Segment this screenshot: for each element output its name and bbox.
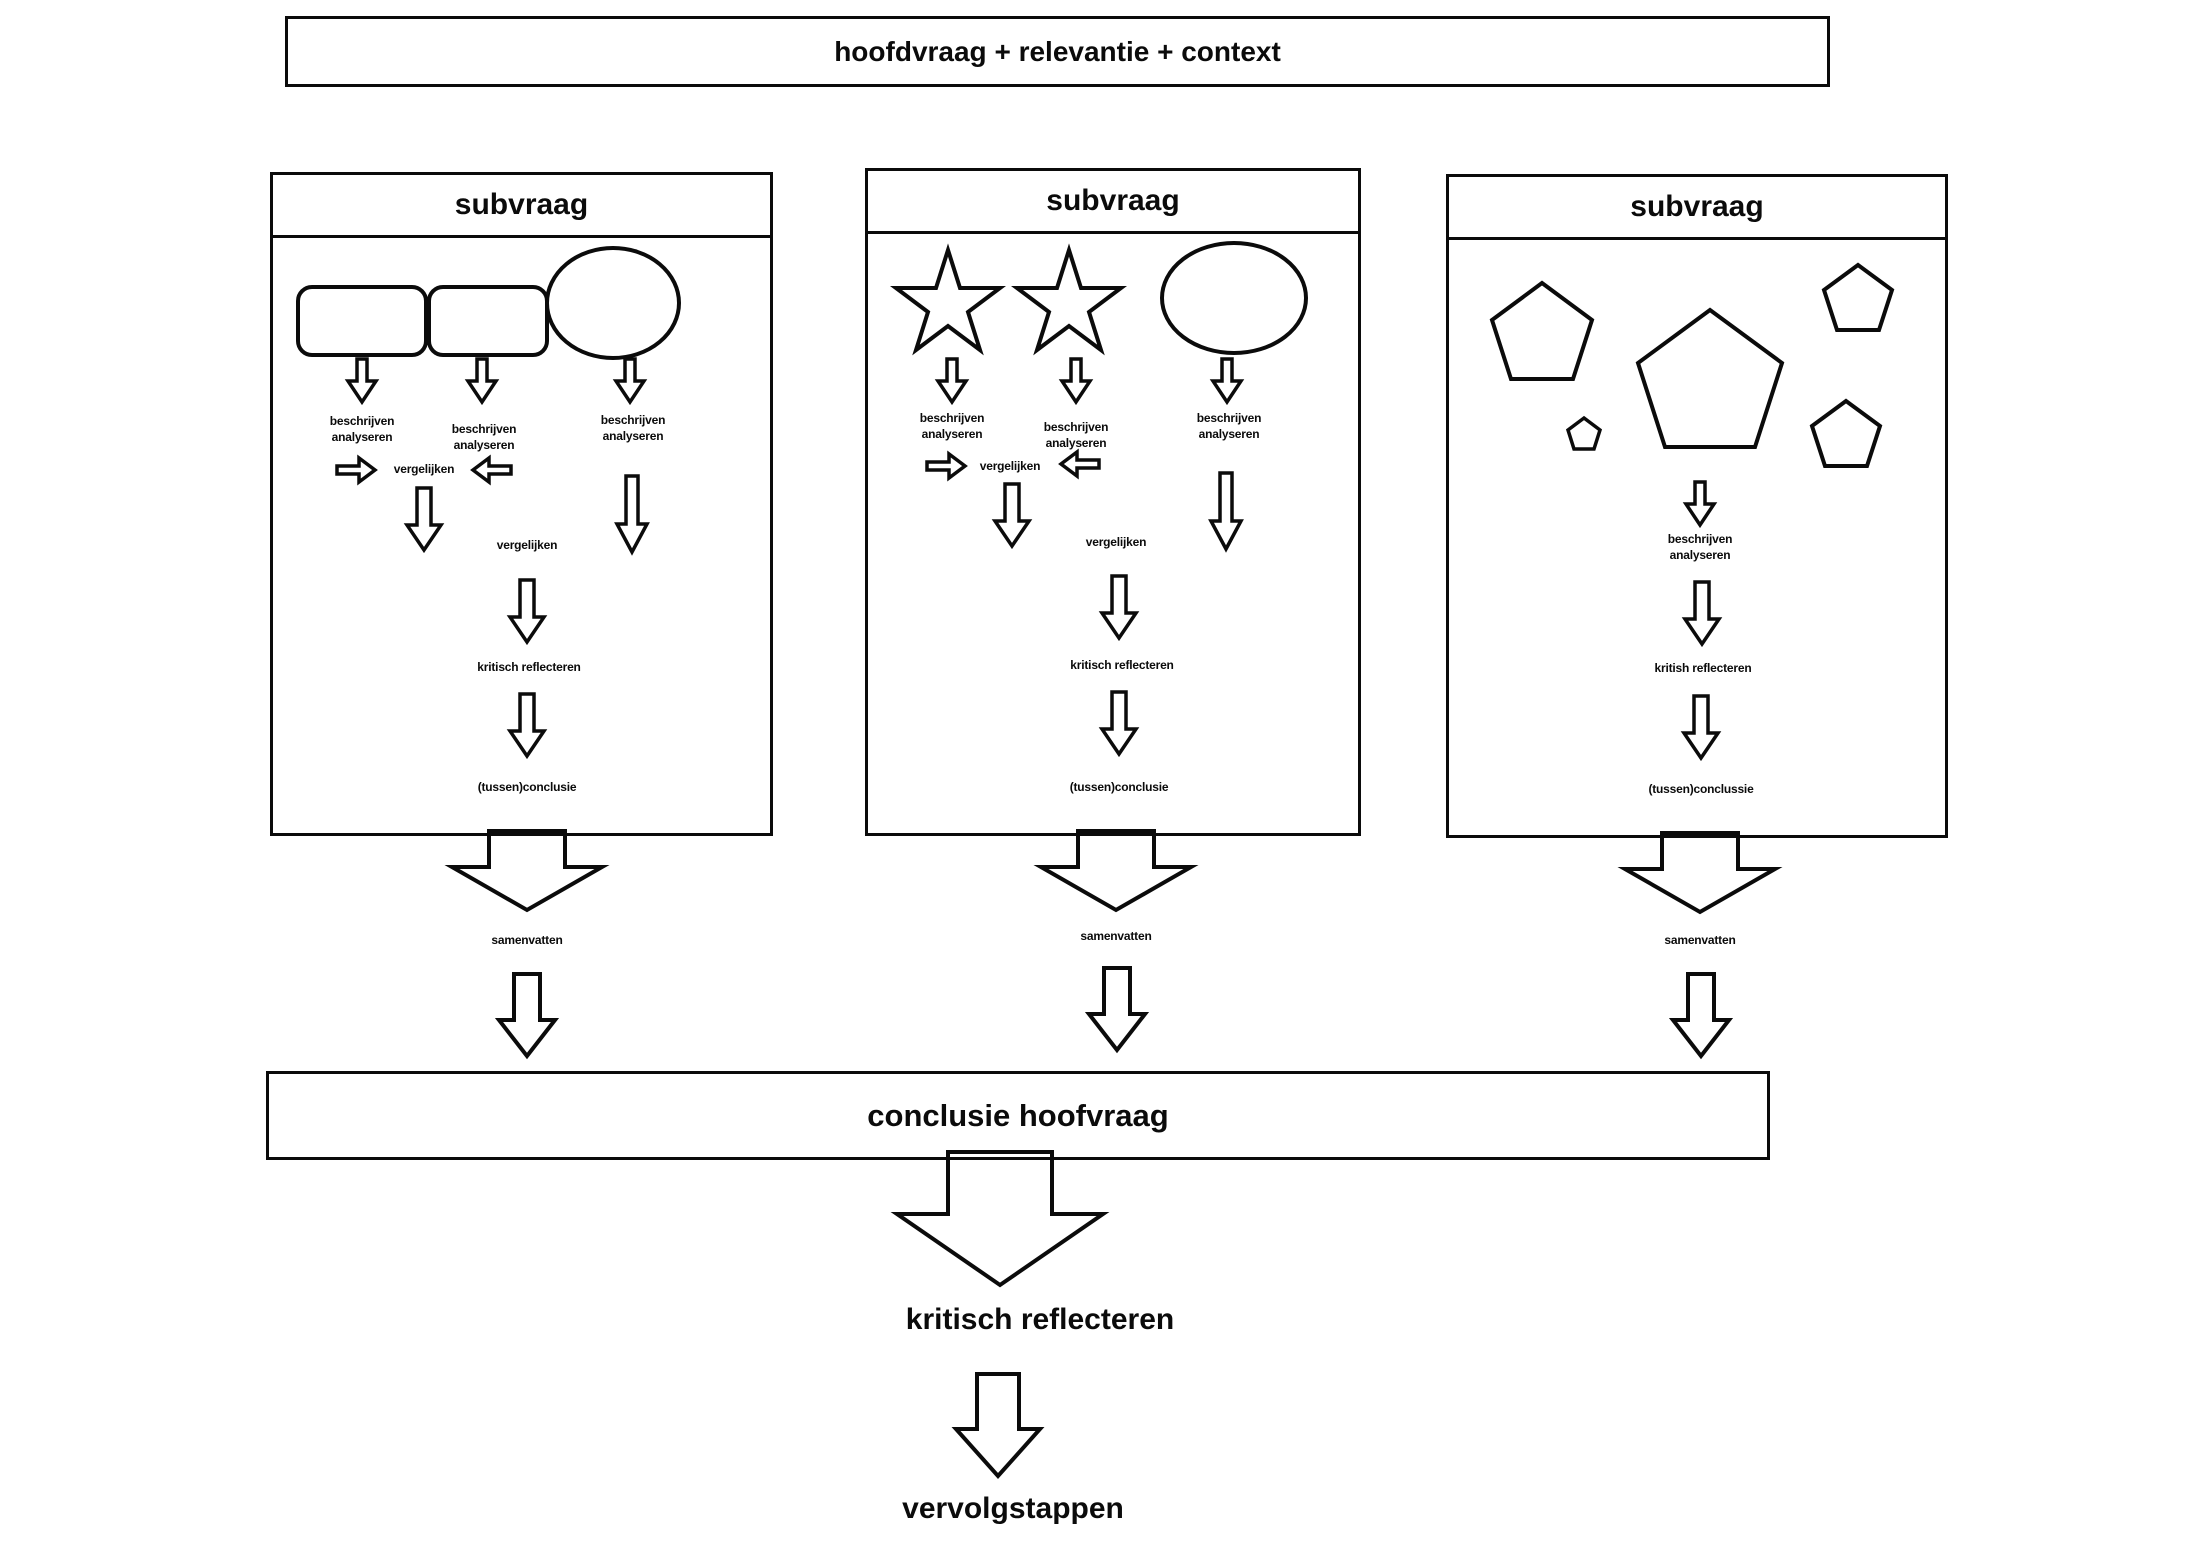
arrow-down [1684, 480, 1716, 527]
compare-label: vergelijken [496, 538, 558, 552]
interim-conclusion-label: (tussen)conclusie [1069, 780, 1169, 794]
arrow-down [993, 482, 1031, 548]
arrow-down [954, 1372, 1042, 1478]
final-reflect-label: kritisch reflecteren [905, 1303, 1175, 1336]
reflect-label: kritisch reflecteren [1070, 658, 1174, 672]
pentagon-shape [1565, 415, 1603, 451]
analyze-label: beschrijven analyseren [600, 413, 666, 443]
arrow-down [497, 972, 557, 1058]
analyze-label: beschrijven analyseren [919, 411, 985, 441]
arrow-down [405, 486, 443, 552]
star-shape [890, 243, 1006, 356]
analyze-label: beschrijven analyseren [1196, 411, 1262, 441]
subvraag-box-2-header: subvraag [868, 171, 1358, 234]
arrow-right [925, 452, 967, 480]
compare-label: vergelijken [1085, 535, 1147, 549]
arrow-down [1682, 694, 1720, 760]
arrow-left [471, 456, 513, 484]
analyze-label: beschrijven analyseren [1043, 420, 1109, 450]
arrow-down [1211, 357, 1243, 404]
analyze-label: beschrijven analyseren [451, 422, 517, 452]
arrow-down [346, 357, 378, 404]
arrow-down [1100, 690, 1138, 756]
arrow-down [936, 357, 968, 404]
interim-conclusion-label: (tussen)conclussie [1648, 782, 1754, 796]
arrow-down-wide [1623, 831, 1777, 914]
reflect-label: kritisch reflecteren [477, 660, 581, 674]
rounded-rect-shape [296, 285, 428, 357]
arrow-right [335, 456, 377, 484]
arrow-down [1209, 471, 1243, 551]
arrow-down [508, 578, 546, 644]
arrow-down [1683, 580, 1721, 646]
arrow-down [1100, 574, 1138, 640]
rounded-rect-shape [427, 285, 549, 357]
ellipse-shape [1160, 241, 1308, 355]
arrow-down [1060, 357, 1092, 404]
summarize-label: samenvatten [491, 933, 563, 947]
subvraag-box-3-header: subvraag [1449, 177, 1945, 240]
arrow-down-big [895, 1150, 1105, 1287]
interim-conclusion-label: (tussen)conclusie [477, 780, 577, 794]
next-steps-label: vervolgstappen [902, 1492, 1124, 1525]
arrow-down-wide [1039, 829, 1193, 912]
pentagon-shape [1821, 262, 1895, 332]
main-question-banner: hoofdvraag + relevantie + context [285, 16, 1830, 87]
arrow-down [508, 692, 546, 758]
arrow-left [1059, 450, 1101, 478]
conclusion-banner: conclusie hoofvraag [266, 1071, 1770, 1160]
summarize-label: samenvatten [1664, 933, 1736, 947]
subvraag-box-3: subvraag [1446, 174, 1948, 838]
main-question-label: hoofdvraag + relevantie + context [834, 35, 1281, 67]
arrow-down [614, 357, 646, 404]
conclusion-label: conclusie hoofvraag [867, 1097, 1169, 1133]
compare-label: vergelijken [979, 459, 1041, 473]
ellipse-shape [545, 246, 681, 360]
arrow-down [1671, 972, 1731, 1058]
arrow-down [615, 474, 649, 554]
arrow-down [466, 357, 498, 404]
compare-label: vergelijken [393, 462, 455, 476]
star-shape [1011, 243, 1127, 356]
analyze-label: beschrijven analyseren [329, 414, 395, 444]
analyze-label: beschrijven analyseren [1667, 532, 1733, 562]
pentagon-shape [1635, 307, 1785, 449]
summarize-label: samenvatten [1080, 929, 1152, 943]
arrow-down-wide [450, 829, 604, 912]
arrow-down [1087, 966, 1147, 1052]
pentagon-shape [1809, 398, 1883, 468]
pentagon-shape [1489, 280, 1595, 381]
subvraag-box-1-header: subvraag [273, 175, 770, 238]
reflect-label: kritish reflecteren [1654, 661, 1752, 675]
